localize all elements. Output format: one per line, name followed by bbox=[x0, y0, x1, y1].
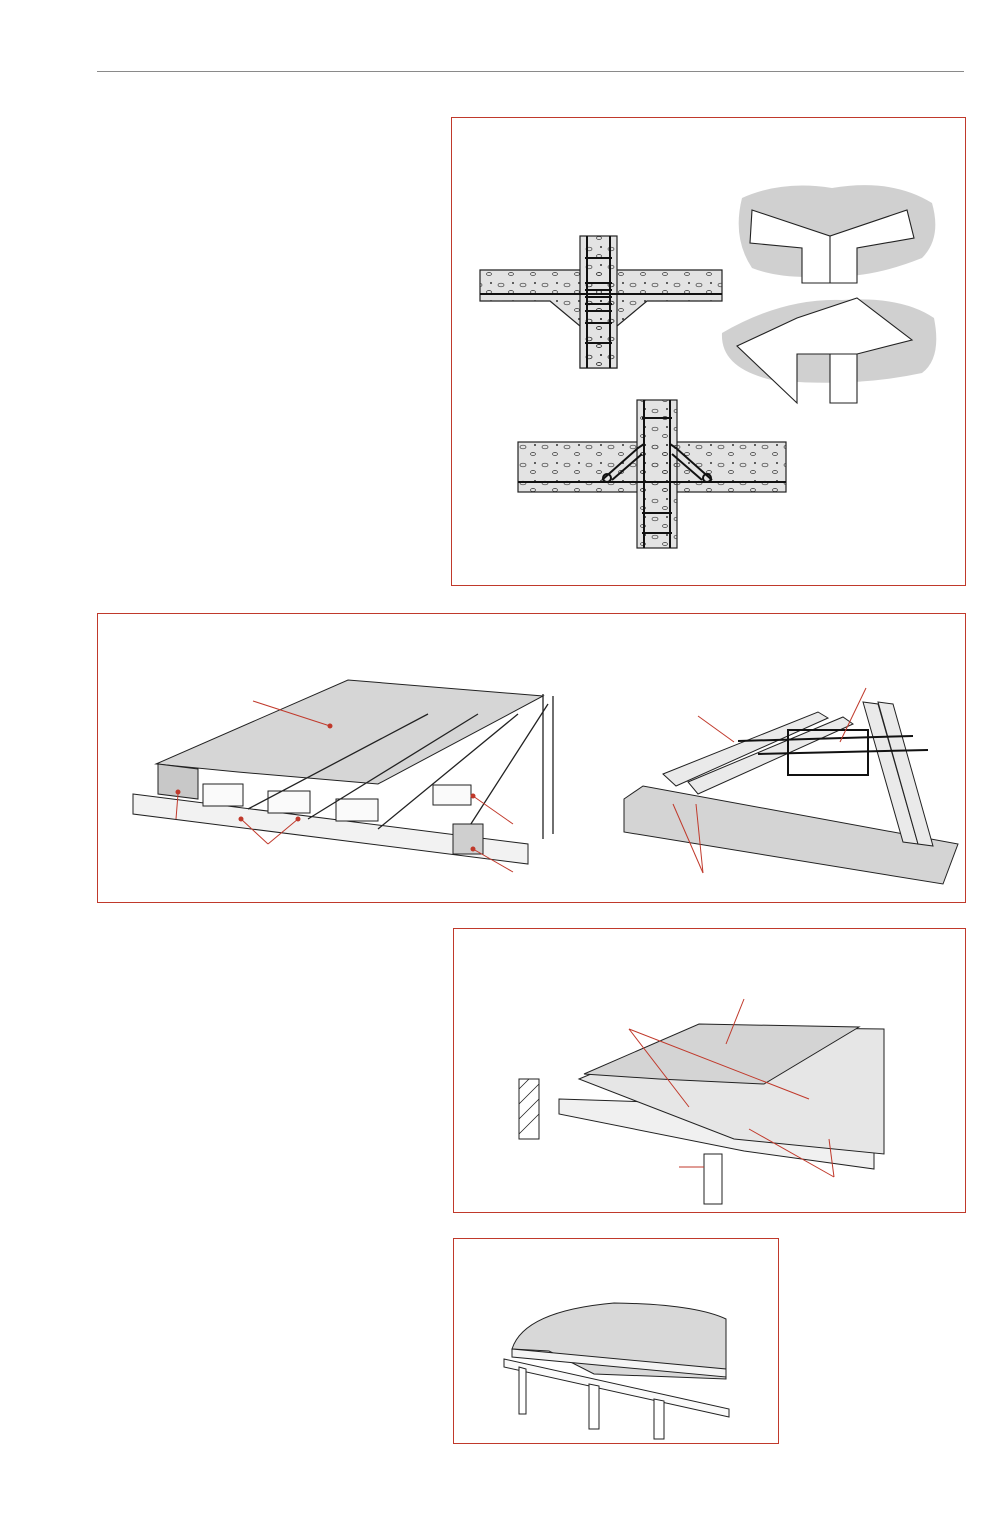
precast-plank-drawing bbox=[518, 998, 885, 1205]
figure-precast-plank-floor bbox=[453, 928, 966, 1213]
ribbed-slab-3d-icon bbox=[503, 1302, 730, 1440]
header-rule bbox=[97, 71, 964, 72]
slab-column-drawings bbox=[479, 185, 937, 549]
precast-joist-cage-3d-icon bbox=[623, 687, 959, 885]
leader-lines bbox=[672, 687, 867, 874]
figure-joist-block-floor bbox=[97, 613, 966, 903]
column-section-bent-bars-icon bbox=[517, 399, 787, 549]
double-tee-drawing bbox=[503, 1302, 730, 1440]
precast-plank-with-topping-3d-icon bbox=[518, 998, 885, 1205]
leader-lines bbox=[628, 998, 835, 1178]
column-section-straight-bars-icon bbox=[479, 235, 723, 369]
hollow-block-floor-3d-icon bbox=[132, 679, 554, 873]
column-capital-3d-icon bbox=[721, 185, 937, 405]
joist-block-drawings bbox=[132, 679, 959, 885]
leader-lines bbox=[175, 700, 514, 873]
figure-slab-column-joints bbox=[451, 117, 966, 586]
figure-double-tee-floor bbox=[453, 1238, 779, 1444]
